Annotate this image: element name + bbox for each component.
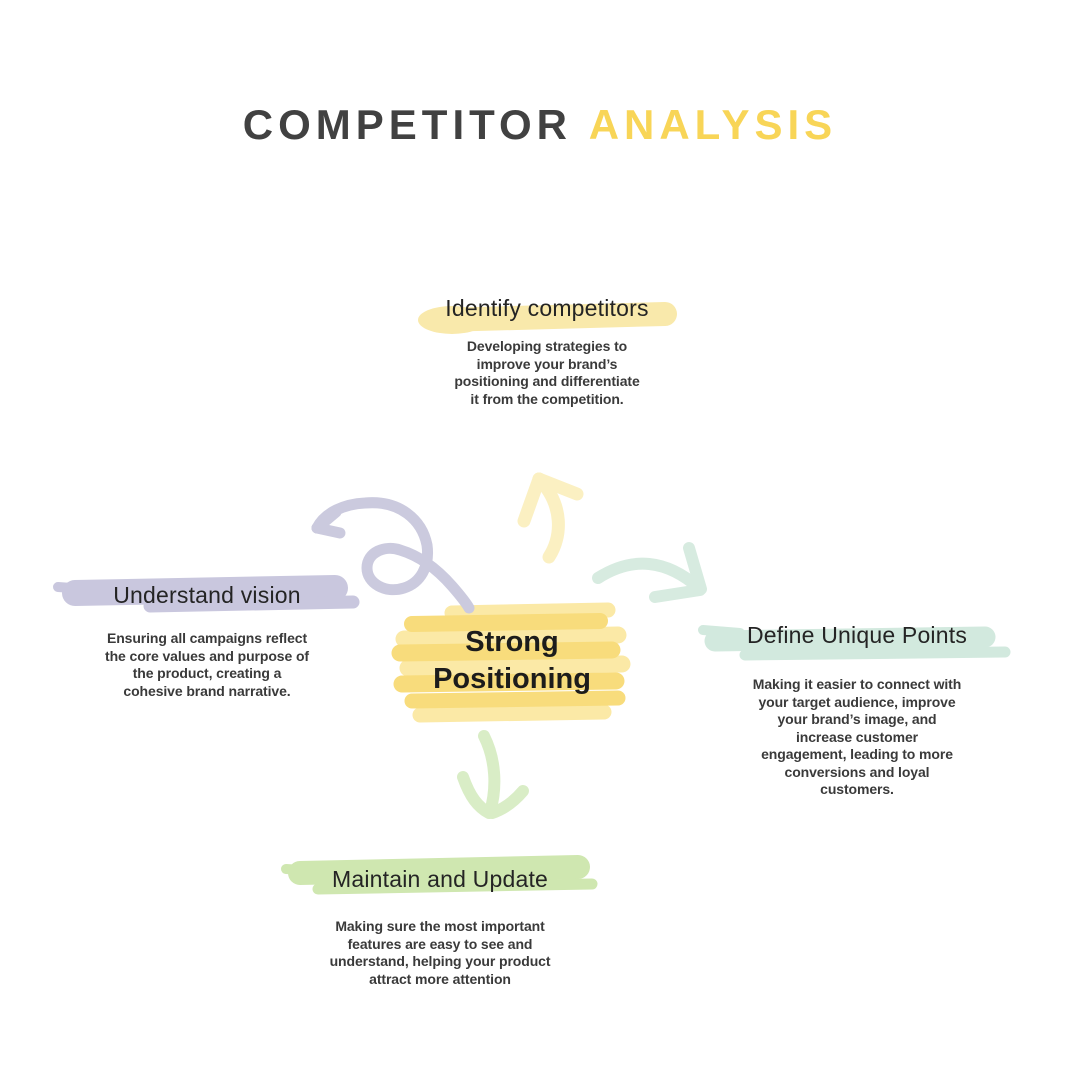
highlight-yellow-top xyxy=(418,302,677,334)
center-scribble xyxy=(395,602,631,723)
down-arrow-icon xyxy=(457,730,529,819)
up-arrow-icon xyxy=(517,472,584,564)
highlight-green-bottom xyxy=(281,855,598,895)
highlight-purple-left xyxy=(53,575,360,613)
section-identify-competitors: Identify competitors Developing strategi… xyxy=(392,293,702,408)
right-arrow-icon xyxy=(592,542,707,603)
section-heading: Understand vision xyxy=(113,582,301,608)
title-accent-part: ANALYSIS xyxy=(588,101,838,148)
highlight-mint-right xyxy=(698,625,1011,661)
section-body: Ensuring all campaigns reflect the core … xyxy=(105,630,309,699)
center-scribble-dark-strokes xyxy=(391,613,626,709)
center-node-strong-positioning: Strong Positioning xyxy=(433,626,591,695)
left-loop-arrow-icon xyxy=(311,497,475,614)
title-dark-part: COMPETITOR xyxy=(242,101,573,148)
section-understand-vision: Understand vision Ensuring all campaigns… xyxy=(52,580,362,700)
section-heading: Identify competitors xyxy=(445,295,649,321)
section-body: Making sure the most important features … xyxy=(329,918,551,987)
section-maintain-and-update: Maintain and Update Making sure the most… xyxy=(285,864,595,988)
section-define-unique-points: Define Unique Points Making it easier to… xyxy=(702,620,1012,799)
page-title: COMPETITOR ANALYSIS xyxy=(0,101,1080,149)
section-heading: Define Unique Points xyxy=(746,622,968,648)
title-separator xyxy=(572,101,589,149)
section-heading: Maintain and Update xyxy=(331,866,549,892)
section-body: Developing strategies to improve your br… xyxy=(454,338,640,407)
section-body: Making it easier to connect with your ta… xyxy=(752,676,962,797)
